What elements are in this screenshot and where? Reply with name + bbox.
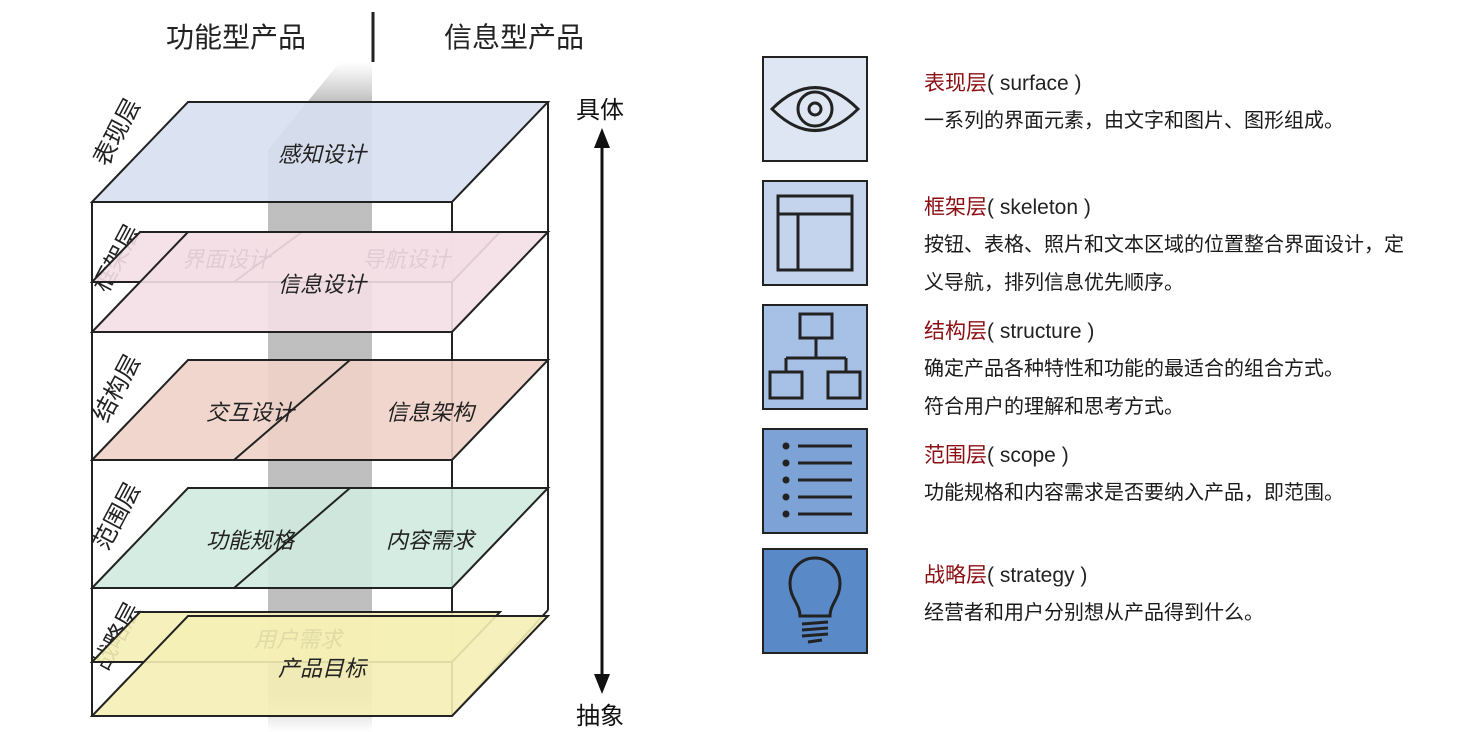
information-product-heading: 信息型产品 (444, 21, 585, 54)
legend-desc-line: 义导航，排列信息优先顺序。 (924, 272, 1184, 294)
wireframe-layout-icon (762, 180, 868, 286)
axis-arrow-top (594, 128, 610, 148)
legend-name-en: ( surface ) (987, 72, 1082, 95)
lightbulb-icon (762, 548, 868, 654)
plane-label: 产品目标 (278, 657, 369, 682)
plane-label: 信息设计 (278, 273, 368, 298)
legend-desc-line: 按钮、表格、照片和文本区域的位置整合界面设计，定 (924, 234, 1404, 256)
legend-name-cn: 框架层 (924, 196, 987, 219)
plane-label: 功能规格 (206, 529, 296, 554)
legend-name-cn: 结构层 (924, 320, 987, 343)
legend-desc-line: 符合用户的理解和思考方式。 (924, 396, 1184, 418)
plane-divider (233, 487, 351, 589)
functional-product-heading: 功能型产品 (166, 21, 307, 54)
axis-arrow-bottom (594, 674, 610, 694)
layer-plane (89, 231, 551, 333)
five-planes-diagram: 表现层感知设计框架层界面设计导航设计信息设计结构层交互设计信息架构范围层功能规格… (88, 12, 610, 732)
plane-divider (233, 359, 351, 461)
layer-planes: 表现层感知设计框架层界面设计导航设计信息设计结构层交互设计信息架构范围层功能规格… (88, 94, 551, 717)
layer-plane (89, 359, 551, 461)
legend-name-cn: 战略层 (924, 564, 987, 587)
plane-label: 交互设计 (206, 401, 296, 426)
legend-name-cn: 表现层 (924, 72, 987, 95)
sitemap-hierarchy-icon (762, 304, 868, 410)
legend-name-cn: 范围层 (924, 444, 987, 467)
bullet-list-icon (762, 428, 868, 534)
axis-label-top: 具体 (576, 96, 624, 124)
axis-label-bottom: 抽象 (576, 702, 624, 730)
legend-desc-line: 一系列的界面元素，由文字和图片、图形组成。 (924, 110, 1344, 132)
eye-icon (762, 56, 868, 162)
layer-plane (89, 615, 551, 717)
legend-name-en: ( structure ) (987, 320, 1095, 343)
legend-desc-line: 确定产品各种特性和功能的最适合的组合方式。 (924, 358, 1344, 380)
legend-name-en: ( skeleton ) (987, 196, 1091, 219)
legend-desc-line: 功能规格和内容需求是否要纳入产品，即范围。 (924, 482, 1344, 504)
legend-name-en: ( scope ) (987, 444, 1069, 467)
plane-label: 感知设计 (278, 143, 368, 168)
plane-label: 信息架构 (386, 401, 477, 426)
legend-name-en: ( strategy ) (987, 564, 1088, 587)
layer-plane (89, 487, 551, 589)
layer-plane (89, 101, 551, 203)
plane-label: 内容需求 (386, 529, 477, 554)
legend-desc-line: 经营者和用户分别想从产品得到什么。 (924, 602, 1264, 624)
